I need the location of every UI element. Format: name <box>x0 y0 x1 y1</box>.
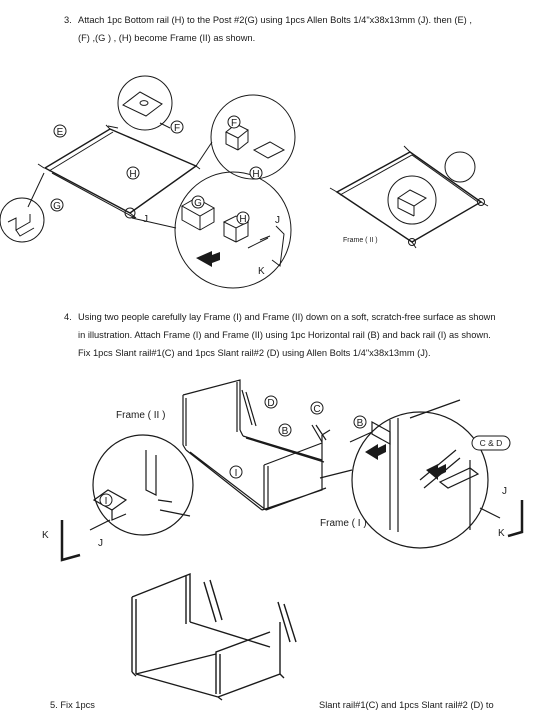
label-G: G <box>53 201 61 212</box>
label-E: E <box>57 127 64 138</box>
label-I-detail: I <box>105 496 108 507</box>
detail-circle-bottom <box>174 171 292 289</box>
label-D: D <box>267 398 274 409</box>
label-B: B <box>282 426 289 437</box>
bolt-icon <box>89 519 111 531</box>
label-H-detail: H <box>252 169 259 180</box>
step-4-line-3: Fix 1pcs Slant rail#1(C) and 1pcs Slant … <box>78 348 431 358</box>
detail-circle-right <box>210 94 296 180</box>
label-C-and-D: C & D <box>480 438 503 448</box>
label-K: K <box>258 266 265 277</box>
label-J-right: J <box>502 486 507 497</box>
step-4-illustration: Frame ( II ) Frame ( I ) D B C B I I C &… <box>42 379 524 562</box>
direction-arrow-icon <box>365 444 386 460</box>
assembled-frame-illustration <box>131 572 297 701</box>
step-4-number: 4. <box>64 312 72 322</box>
step-3-line-1: Attach 1pc Bottom rail (H) to the Post #… <box>78 15 472 25</box>
detail-circle-left <box>0 197 45 243</box>
direction-arrow-icon-2 <box>426 464 446 480</box>
step-4-line-2: in illustration. Attach Frame (I) and Fr… <box>78 330 491 340</box>
step-3-instructions: 3. Attach 1pc Bottom rail (H) to the Post… <box>64 11 524 47</box>
label-G-detail: G <box>194 198 202 209</box>
direction-arrow-icon <box>196 251 220 267</box>
label-frame-2: Frame ( II ) <box>116 410 165 421</box>
label-I: I <box>235 468 238 479</box>
allen-key-icon-right <box>507 500 524 538</box>
bolt-icon-right <box>479 507 501 519</box>
label-F-detail: F <box>231 118 237 129</box>
label-K: K <box>42 530 49 541</box>
label-B-detail: B <box>357 418 364 429</box>
label-F: F <box>174 123 180 134</box>
label-J: J <box>275 215 280 226</box>
label-K-right: K <box>498 528 505 539</box>
label-frame-2-small: Frame ( II ) <box>343 237 378 244</box>
step-3-line-2: (F) ,(G ) , (H) become Frame (II) as sho… <box>78 33 256 43</box>
label-frame-1: Frame ( I ) <box>320 518 367 529</box>
label-H-detail-2: H <box>239 214 246 225</box>
step-4-line-1: Using two people carefully lay Frame (I)… <box>78 312 496 322</box>
step-5-continued: Slant rail#1(C) and 1pcs Slant rail#2 (D… <box>319 700 494 710</box>
step-5-start: 5. Fix 1pcs <box>50 700 95 710</box>
detail-circle-top <box>117 75 173 131</box>
allen-key-icon <box>60 520 81 562</box>
step-3-illustration: E F G H F H G H J K J Frame ( II ) <box>0 75 489 289</box>
label-C: C <box>313 404 320 415</box>
step-4-instructions: 4. Using two people carefully lay Frame (… <box>64 308 524 362</box>
label-J: J <box>98 538 103 549</box>
label-H: H <box>129 169 136 180</box>
step-3-number: 3. <box>64 15 72 25</box>
label-J-main: J <box>143 214 148 225</box>
